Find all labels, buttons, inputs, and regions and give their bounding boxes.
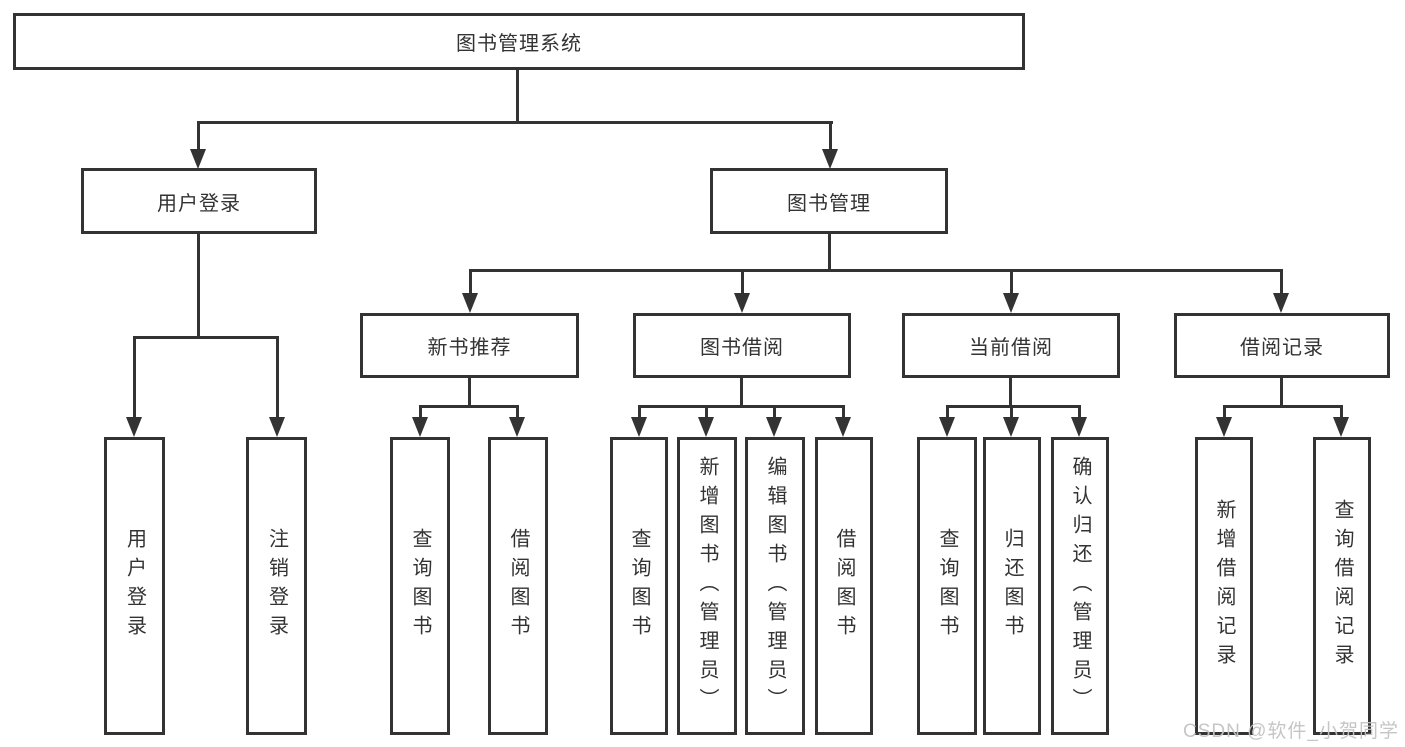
leaf-query-borrow-record: 查询借阅记录 [1313,437,1371,735]
connector-bookborrow-stub [740,378,743,408]
connector-l2-drop-right [829,121,832,150]
node-book-management: 图书管理 [710,168,948,234]
leaf-confirm-return-admin: 确认归还（管理员） [1051,437,1109,735]
connector-currentborrow-drop-1 [946,405,949,418]
node-root: 图书管理系统 [13,13,1025,70]
arrowhead-down-icon [1273,293,1289,313]
node-user-login: 用户登录 [81,168,317,234]
node-new-book-recommend: 新书推荐 [360,313,579,378]
arrowhead-down-icon [835,417,851,437]
connector-root-stub [516,70,519,124]
connector-userlogin-drop-1 [133,336,136,418]
node-book-borrow-label: 图书借阅 [700,337,784,359]
leaf-logout: 注销登录 [246,437,307,735]
leaf-edit-book-admin: 编辑图书（管理员） [745,437,805,735]
leaf-query-books-recommend: 查询图书 [390,437,450,735]
connector-currentborrow-drop-2 [1010,405,1013,418]
arrowhead-down-icon [734,293,750,313]
leaf-edit-book-admin-label: 编辑图书（管理员） [764,455,786,717]
leaf-user-login-label: 用户登录 [123,528,146,644]
connector-l3-drop-1 [469,269,472,294]
leaf-logout-label: 注销登录 [265,528,288,644]
leaf-borrow-books-recommend-label: 借阅图书 [507,528,529,644]
watermark: CSDN @软件_小贺同学 [1183,721,1399,742]
connector-userlogin-rail [133,336,279,339]
node-current-borrow-label: 当前借阅 [969,337,1053,359]
connector-bookborrow-drop-3 [773,405,776,418]
arrowhead-down-icon [698,417,714,437]
leaf-confirm-return-admin-label: 确认归还（管理员） [1069,455,1091,717]
leaf-add-book-admin-label: 新增图书（管理员） [696,455,718,717]
arrowhead-down-icon [822,149,838,169]
node-book-borrow: 图书借阅 [633,313,851,378]
arrowhead-down-icon [631,417,647,437]
arrowhead-down-icon [269,417,285,437]
node-user-login-label: 用户登录 [157,192,241,215]
arrowhead-down-icon [509,417,525,437]
leaf-query-books-recommend-label: 查询图书 [409,528,431,644]
leaf-add-borrow-record-label: 新增借阅记录 [1213,499,1235,673]
connector-bookborrow-rail [638,405,845,408]
connector-l2-rail [197,121,833,124]
connector-bookborrow-drop-2 [705,405,708,418]
connector-l3-rail [469,269,1283,272]
connector-currentborrow-drop-3 [1078,405,1081,418]
node-root-label: 图书管理系统 [456,33,582,55]
arrowhead-down-icon [766,417,782,437]
node-borrow-records-label: 借阅记录 [1240,337,1324,359]
connector-newbooks-drop-2 [516,405,519,418]
leaf-borrow-books-label: 借阅图书 [833,528,855,644]
leaf-query-books-borrow: 查询图书 [610,437,668,735]
arrowhead-down-icon [1333,417,1349,437]
arrowhead-down-icon [462,293,478,313]
leaf-query-books-current: 查询图书 [917,437,977,735]
connector-userlogin-drop-2 [276,336,279,418]
arrowhead-down-icon [1216,417,1232,437]
connector-l3-drop-2 [741,269,744,294]
node-book-management-label: 图书管理 [787,192,871,215]
leaf-add-borrow-record: 新增借阅记录 [1195,437,1253,735]
node-borrow-records: 借阅记录 [1174,313,1390,378]
connector-bookborrow-drop-1 [638,405,641,418]
node-current-borrow: 当前借阅 [902,313,1120,378]
connector-bookborrow-drop-4 [842,405,845,418]
arrowhead-down-icon [939,417,955,437]
leaf-borrow-books: 借阅图书 [815,437,873,735]
connector-currentborrow-rail [946,405,1081,408]
connector-l3-drop-3 [1010,269,1013,294]
node-new-book-recommend-label: 新书推荐 [427,337,512,359]
connector-records-rail [1223,405,1342,408]
connector-newbooks-drop-1 [419,405,422,418]
arrowhead-down-icon [1003,293,1019,313]
connector-l2-drop-left [197,121,200,150]
connector-newbooks-stub [468,378,471,408]
leaf-return-book: 归还图书 [983,437,1041,735]
connector-userlogin-stub [197,234,200,339]
leaf-query-books-current-label: 查询图书 [936,528,958,644]
leaf-return-book-label: 归还图书 [1001,528,1023,644]
connector-records-drop-2 [1340,405,1343,418]
arrowhead-down-icon [126,417,142,437]
leaf-query-borrow-record-label: 查询借阅记录 [1331,499,1353,673]
connector-bookmgmt-stub [828,234,831,271]
arrowhead-down-icon [190,149,206,169]
arrowhead-down-icon [412,417,428,437]
leaf-user-login: 用户登录 [104,437,165,735]
arrowhead-down-icon [1003,417,1019,437]
connector-l3-drop-4 [1280,269,1283,294]
leaf-borrow-books-recommend: 借阅图书 [488,437,548,735]
arrowhead-down-icon [1071,417,1087,437]
connector-records-drop-1 [1223,405,1226,418]
leaf-add-book-admin: 新增图书（管理员） [677,437,737,735]
connector-newbooks-rail [419,405,519,408]
connector-currentborrow-stub [1009,378,1012,408]
leaf-query-books-borrow-label: 查询图书 [628,528,650,644]
connector-records-stub [1280,378,1283,408]
